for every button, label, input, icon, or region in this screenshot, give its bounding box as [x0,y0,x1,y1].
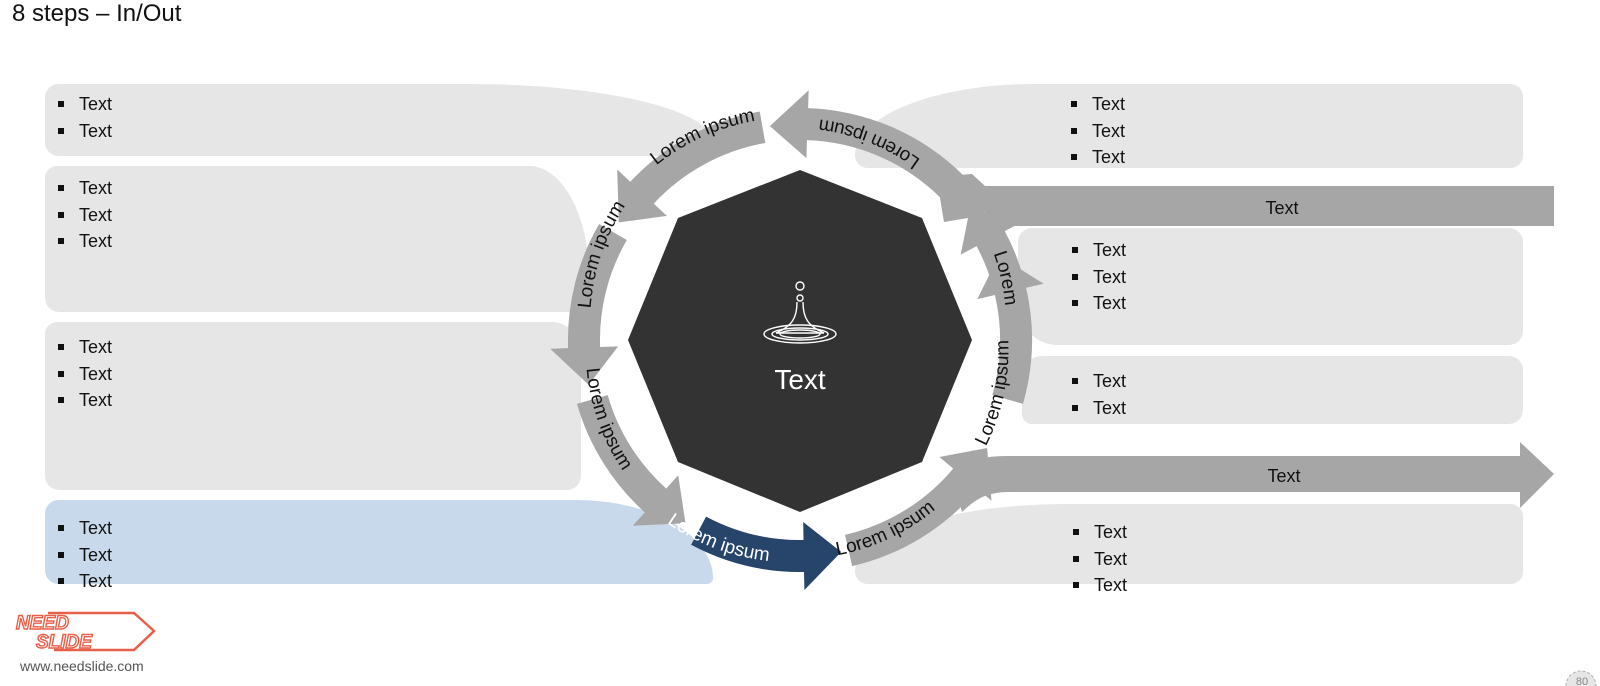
segment-8 [960,207,1025,289]
left-box-3 [45,322,581,490]
list-item: Text [1072,237,1126,264]
segment-5 [691,516,842,590]
list-item: Text [1073,546,1127,573]
logo-line-1: NEED [16,613,69,634]
segment-2 [617,111,766,223]
list-item: Text [58,542,112,569]
input-arrow-label: Text [1265,198,1298,218]
list-item: Text [1072,290,1126,317]
segment-1 [769,90,964,199]
list-item: Text [1071,118,1125,145]
list-item: Text [58,568,112,595]
logo-line-2: SLIDE [36,632,93,653]
list-item: Text [1072,368,1126,395]
list-item: Text [1073,519,1127,546]
list-item: Text [58,175,112,202]
right-box-1 [855,84,1523,168]
input-arrow [940,174,1554,226]
list-item: Text [58,515,112,542]
list-item: Text [1071,91,1125,118]
right-box-3 [1022,356,1523,424]
right-box-4-list: Text Text Text [1073,519,1127,599]
right-box-2 [1018,228,1523,345]
segment-4 [577,395,686,526]
list-item: Text [58,118,112,145]
list-item: Text [58,334,112,361]
right-box-1-list: Text Text Text [1071,91,1125,171]
list-item: Text [58,228,112,255]
list-item: Text [1071,144,1125,171]
segment-7 [977,255,1044,404]
list-item: Text [58,387,112,414]
left-box-1-list: Text Text [58,91,112,144]
segment-6 [845,448,992,567]
right-box-4 [855,504,1523,584]
cycle-ring [550,90,1044,590]
list-item: Text [58,361,112,388]
page-number-badge: 80 [1565,670,1597,686]
website-text: www.needslide.com [20,658,144,674]
left-box-4-list: Text Text Text [58,515,112,595]
list-item: Text [58,91,112,118]
left-box-2-list: Text Text Text [58,175,112,255]
output-arrow-label: Text [1267,466,1300,486]
needslide-logo: NEED SLIDE [15,611,156,654]
center-hub [628,170,972,512]
page-number: 80 [1576,676,1588,686]
center-label: Text [774,364,826,395]
segment-3 [550,224,627,385]
list-item: Text [1072,395,1126,422]
list-item: Text [58,202,112,229]
left-box-3-list: Text Text Text [58,334,112,414]
left-box-4 [45,500,713,584]
slide-title: 8 steps – In/Out [12,0,182,27]
right-box-2-list: Text Text Text [1072,237,1126,317]
left-box-1 [45,84,713,156]
list-item: Text [1073,572,1127,599]
cycle-label-7: Lorem ipsum [971,340,1013,449]
water-drop-icon [763,281,837,344]
right-box-3-list: Text Text [1072,368,1126,421]
list-item: Text [1072,264,1126,291]
left-box-2 [45,166,589,312]
output-arrow [952,442,1554,512]
